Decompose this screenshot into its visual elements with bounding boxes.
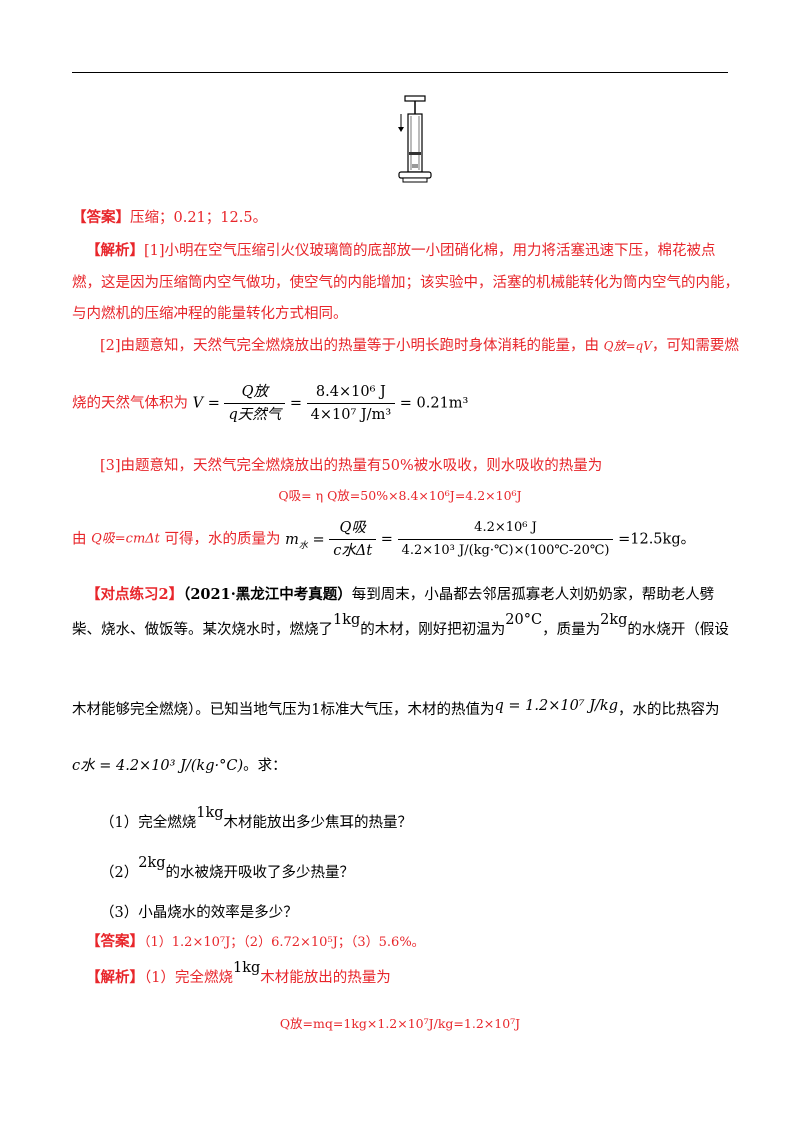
fraction-values: 8.4×10⁶ J 4×10⁷ J/m³ — [306, 382, 396, 425]
analysis-2-mass: 1kg — [232, 960, 261, 976]
question-2: （2）2kg的水被烧开吸收了多少热量？ — [100, 855, 355, 883]
p2-text-volume: 烧的天然气体积为 — [72, 395, 188, 412]
answer-text: 压缩；0.21；12.5。 — [130, 210, 268, 226]
mass-fraction-numerator: Q吸 — [329, 518, 377, 540]
p3-text-b: 可得，水的质量为 — [164, 531, 281, 548]
initial-temp: 20°C — [505, 612, 543, 628]
exercise-line-2: 柴、烧水、做饭等。某次烧水时，燃烧了1kg的木材，刚好把初温为20°C，质量为2… — [72, 612, 729, 640]
fraction-q-over-q: Q放 q天然气 — [224, 382, 286, 425]
volume-symbol: V = — [192, 395, 220, 412]
air-compression-apparatus-figure — [398, 95, 432, 183]
exercise-line-4: c水 = 4.2×10³ J/(kg·°C)。求： — [72, 756, 287, 776]
analysis-2-text-b: 木材能放出的热量为 — [260, 970, 391, 986]
exercise-text-2c: ，质量为 — [542, 622, 601, 638]
p2-inline-formula: Q放=qV — [603, 339, 652, 353]
mass-fraction: Q吸 c水Δt — [329, 518, 377, 561]
header-rule — [72, 72, 728, 73]
q2-text-b: 的水被烧开吸收了多少热量？ — [165, 865, 355, 881]
p2-text-b: ，可知需要燃 — [651, 338, 739, 354]
analysis-line-1: 【解析】[1]小明在空气压缩引火仪玻璃筒的底部放一小团硝化棉，用力将活塞迅速下压… — [86, 241, 716, 261]
analysis-p2-line-1: [2]由题意知，天然气完全燃烧放出的热量等于小明长跑时身体消耗的能量，由 Q放=… — [100, 336, 739, 356]
analysis-p3-line-3: 由 Q吸=cmΔt 可得，水的质量为 m水 = Q吸 c水Δt = 4.2×10… — [72, 518, 695, 562]
q1-text-a: （1）完全燃烧 — [100, 815, 197, 831]
sentence-end: 。 — [680, 531, 696, 548]
fraction-numerator: Q放 — [224, 382, 286, 404]
exercise-text-1: 每到周末，小晶都去邻居孤寡老人刘奶奶家，帮助老人劈 — [351, 587, 715, 603]
equals-sign-2: = — [380, 531, 393, 548]
p3-inline-formula: Q吸=cmΔt — [91, 531, 160, 547]
volume-result: = 0.21m³ — [399, 395, 469, 412]
specific-heat: c水 = 4.2×10³ J/(kg·°C) — [72, 758, 244, 774]
exercise-text-4b: 。求： — [243, 758, 287, 774]
question-1: （1）完全燃烧1kg木材能放出多少焦耳的热量？ — [100, 805, 413, 833]
analysis-p3-line-1: [3]由题意知，天然气完全燃烧放出的热量有50%被水吸收，则水吸收的热量为 — [100, 458, 603, 474]
answer-line: 【答案】压缩；0.21；12.5。 — [72, 208, 267, 228]
analysis-line-3: 与内燃机的压缩冲程的能量转化方式相同。 — [72, 306, 348, 322]
analysis-p2-line-2: 烧的天然气体积为 V = Q放 q天然气 = 8.4×10⁶ J 4×10⁷ J… — [72, 382, 468, 426]
answer-label: 【答案】 — [72, 209, 130, 226]
analysis-label: 【解析】 — [86, 242, 144, 259]
exercise-line-1: 【对点练习2】（2021·黑龙江中考真题）每到周末，小晶都去邻居孤寡老人刘奶奶家… — [86, 585, 714, 605]
mass-water: 2kg — [600, 612, 628, 628]
exercise-text-2a: 柴、烧水、做饭等。某次烧水时，燃烧了 — [72, 622, 333, 638]
analysis-2-label: 【解析】 — [86, 969, 144, 986]
q2-mass: 2kg — [138, 855, 166, 871]
mass-fraction-values: 4.2×10⁶ J 4.2×10³ J/(kg·℃)×(100℃-20℃) — [397, 518, 614, 561]
exercise-text-3b: ，水的比热容为 — [617, 702, 720, 718]
answer-2-text: （1）1.2×10⁷J；（2）6.72×10⁵J；（3）5.6%。 — [144, 935, 425, 950]
q1-text-b: 木材能放出多少焦耳的热量？ — [223, 815, 413, 831]
analysis-2-text-a: （1）完全燃烧 — [144, 970, 233, 986]
mass-values-numerator: 4.2×10⁶ J — [397, 518, 614, 540]
mass-result: =12.5kg — [618, 531, 681, 548]
analysis-line-2: 燃，这是因为压缩筒内空气做功，使空气的内能增加；该实验中，活塞的机械能转化为筒内… — [72, 275, 739, 291]
mass-wood: 1kg — [333, 612, 361, 628]
mass-fraction-denominator: c水Δt — [333, 543, 373, 559]
fraction-values-numerator: 8.4×10⁶ J — [306, 382, 396, 404]
answer-2-label: 【答案】 — [86, 933, 144, 950]
exercise-source: （2021·黑龙江中考真题） — [183, 586, 352, 603]
q1-mass: 1kg — [196, 805, 224, 821]
p2-text-a: [2]由题意知，天然气完全燃烧放出的热量等于小明长跑时身体消耗的能量，由 — [100, 338, 604, 354]
answer-2-line: 【答案】（1）1.2×10⁷J；（2）6.72×10⁵J；（3）5.6%。 — [86, 932, 425, 953]
analysis-2-line: 【解析】（1）完全燃烧1kg木材能放出的热量为 — [86, 960, 391, 988]
exercise-text-2b: 的木材，刚好把初温为 — [360, 622, 506, 638]
mass-values-denominator: 4.2×10³ J/(kg·℃)×(100℃-20℃) — [401, 543, 610, 558]
analysis-p3-formula: Q吸= η Q放=50%×8.4×10⁶J=4.2×10⁶J — [278, 488, 522, 503]
question-3: （3）小晶烧水的效率是多少？ — [100, 905, 298, 921]
analysis-2-formula: Q放=mq=1kg×1.2×10⁷J/kg=1.2×10⁷J — [279, 1016, 521, 1031]
fraction-denominator: q天然气 — [228, 407, 282, 423]
exercise-text-3a: 木材能够完全燃烧）。已知当地气压为1标准大气压，木材的热值为 — [72, 702, 495, 718]
fraction-values-denominator: 4×10⁷ J/m³ — [310, 407, 392, 423]
analysis-text: [1]小明在空气压缩引火仪玻璃筒的底部放一小团硝化棉，用力将活塞迅速下压，棉花被… — [144, 243, 716, 259]
mass-symbol: m水 = — [285, 531, 325, 551]
equals-sign: = — [289, 395, 303, 412]
exercise-tag: 【对点练习2】 — [86, 586, 184, 603]
heat-value: q = 1.2×10⁷ J/kg — [494, 698, 618, 714]
exercise-line-3: 木材能够完全燃烧）。已知当地气压为1标准大气压，木材的热值为q = 1.2×10… — [72, 698, 720, 720]
q2-text-a: （2） — [100, 865, 139, 881]
exercise-text-2d: 的水烧开（假设 — [627, 622, 729, 638]
p3-text-a: 由 — [72, 531, 87, 548]
